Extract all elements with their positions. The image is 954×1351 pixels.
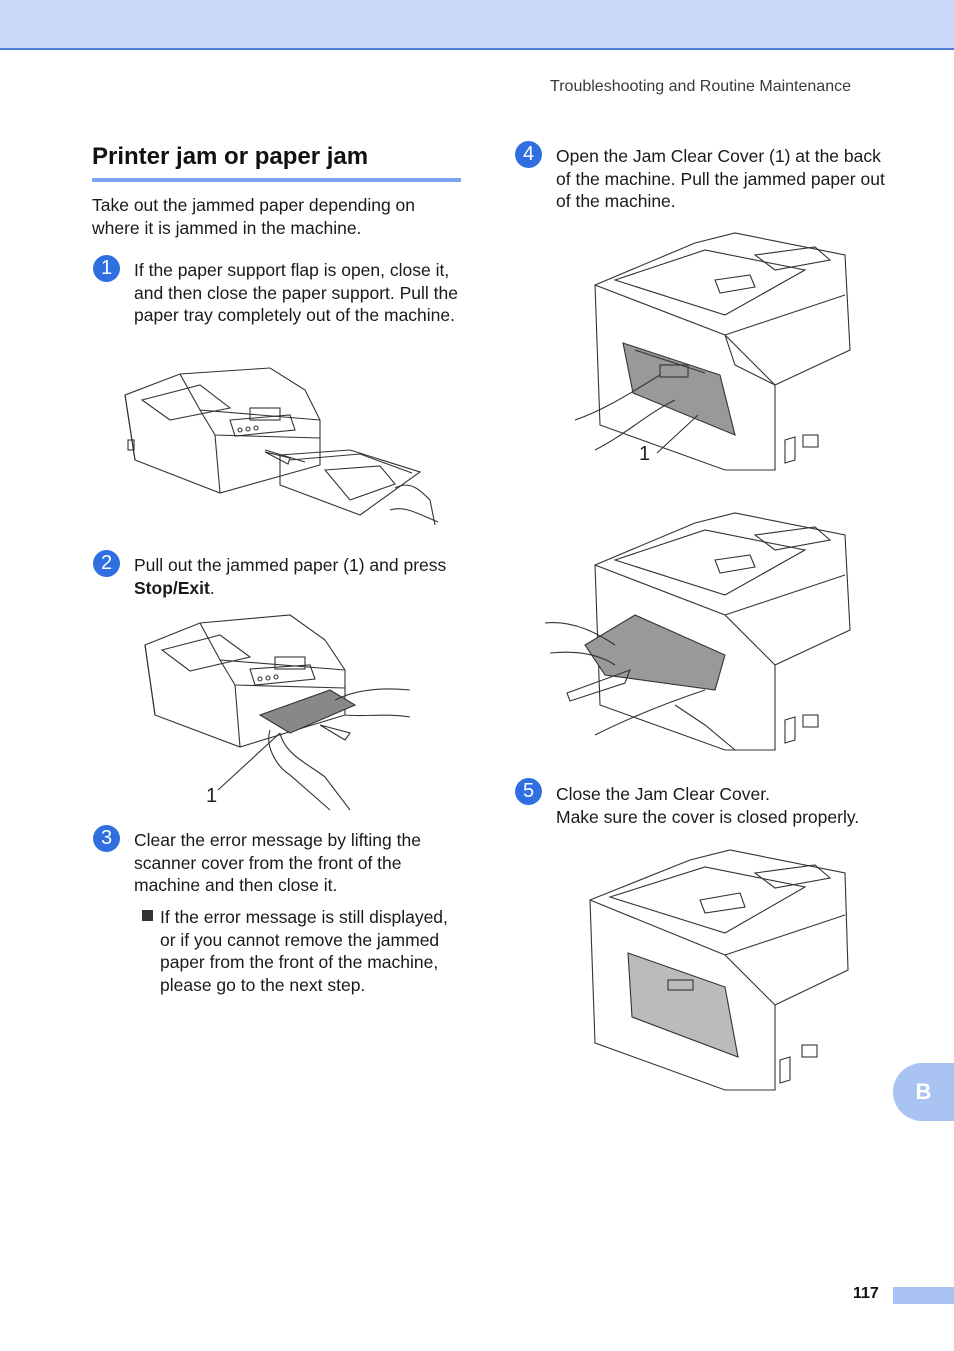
title-rule <box>92 178 461 182</box>
step-2-badge: 2 <box>93 550 120 577</box>
section-title: Printer jam or paper jam <box>92 143 369 170</box>
step-2-text: Pull out the jammed paper (1) and press … <box>134 554 464 599</box>
printer-tray-illustration <box>124 367 439 526</box>
running-head: Troubleshooting and Routine Maintenance <box>550 78 851 95</box>
step-2-text-main: Pull out the jammed paper (1) and press <box>134 555 447 575</box>
printer-rear-cover-open-illustration: 1 <box>575 232 851 471</box>
printer-rear-pull-paper-illustration <box>545 512 851 751</box>
bullet-square-icon <box>142 910 153 921</box>
step-1-badge: 1 <box>93 255 120 282</box>
step-5-line-2: Make sure the cover is closed properly. <box>556 806 860 827</box>
step-4-text: Open the Jam Clear Cover (1) at the back… <box>556 146 885 211</box>
step-3-text: Clear the error message by lifting the s… <box>134 830 421 895</box>
stop-exit-key: Stop/Exit <box>134 577 210 598</box>
step-3-bullet-text: If the error message is still displayed,… <box>160 907 448 995</box>
step-5-text: Close the Jam Clear Cover.Make sure the … <box>556 783 916 828</box>
chapter-tab: B <box>893 1063 954 1121</box>
step-4-badge: 4 <box>515 141 542 168</box>
step-3-badge: 3 <box>93 825 120 852</box>
page-number: 117 <box>853 1285 879 1302</box>
page-number-bar <box>893 1287 954 1304</box>
step-1-text: If the paper support flap is open, close… <box>134 260 458 325</box>
step-2-text-end: . <box>209 577 215 598</box>
header-band <box>0 0 954 50</box>
step-4-callout: 1 <box>639 443 650 465</box>
step-5-badge: 5 <box>515 778 542 805</box>
step-2-callout: 1 <box>206 785 217 807</box>
printer-front-jam-illustration: 1 <box>144 614 411 811</box>
intro-text: Take out the jammed paper depending on w… <box>92 195 416 238</box>
printer-rear-cover-closed-illustration <box>589 849 849 1091</box>
step-5-line-1: Close the Jam Clear Cover. <box>556 784 770 804</box>
